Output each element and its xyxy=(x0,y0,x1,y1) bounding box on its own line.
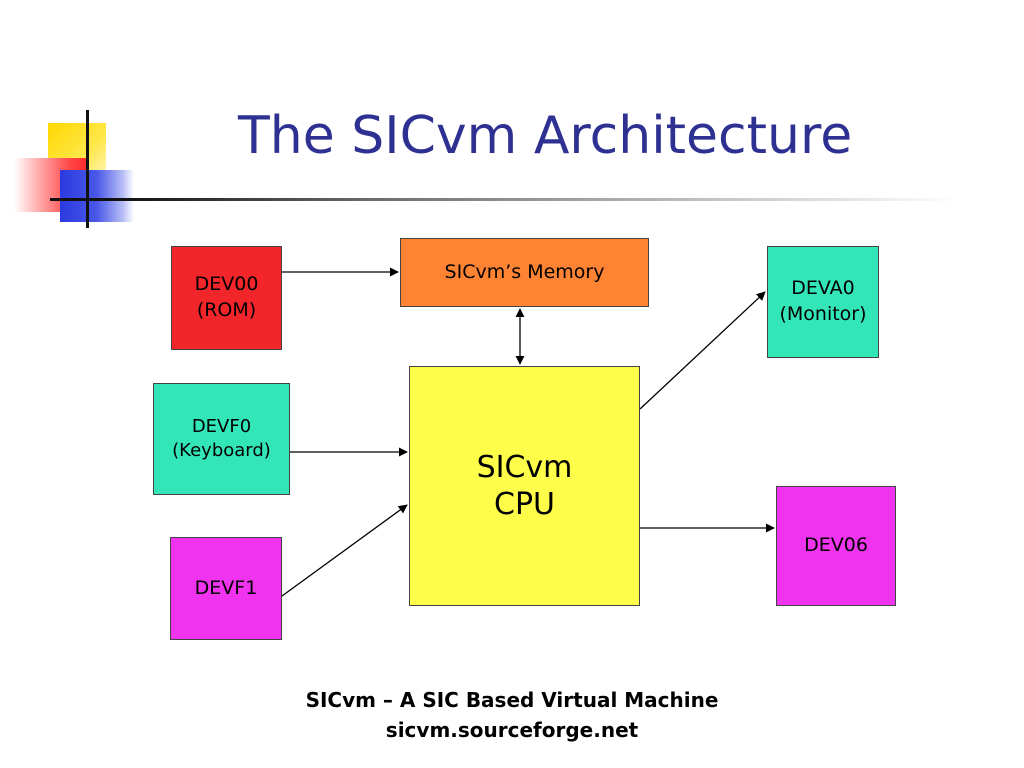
box-devf0-label: DEVF0 xyxy=(191,415,252,437)
box-memory-label: SICvm’s Memory xyxy=(444,260,605,283)
footer-line-2: sicvm.sourceforge.net xyxy=(385,718,639,742)
box-devf1-label: DEVF1 xyxy=(194,576,258,599)
decorative-vertical-line xyxy=(86,110,89,228)
box-dev06: DEV06 xyxy=(776,486,896,606)
box-cpu-label: SICvm xyxy=(476,449,573,485)
arrow-devf1-to-cpu xyxy=(281,504,408,597)
box-deva0-monitor: DEVA0 (Monitor) xyxy=(767,246,879,358)
box-memory: SICvm’s Memory xyxy=(400,238,649,307)
box-dev00-rom: DEV00 (ROM) xyxy=(171,246,282,350)
footer-line-1: SICvm – A SIC Based Virtual Machine xyxy=(305,688,719,712)
box-dev06-label: DEV06 xyxy=(804,534,868,557)
arrow-cpu-to-deva0 xyxy=(639,291,766,410)
title-underline xyxy=(50,198,960,201)
box-dev00-label: DEV00 xyxy=(194,273,259,296)
box-cpu: SICvm CPU xyxy=(409,366,640,606)
box-deva0-label: DEVA0 xyxy=(791,277,855,300)
decorative-blue-square xyxy=(60,170,134,222)
box-devf1: DEVF1 xyxy=(170,537,282,640)
box-devf0-sublabel: (Keyboard) xyxy=(172,440,271,461)
box-dev00-sublabel: (ROM) xyxy=(196,299,257,321)
box-deva0-sublabel: (Monitor) xyxy=(779,303,867,325)
box-devf0-keyboard: DEVF0 (Keyboard) xyxy=(153,383,290,495)
slide-title: The SICvm Architecture xyxy=(238,106,853,166)
box-cpu-sublabel: CPU xyxy=(494,487,555,522)
